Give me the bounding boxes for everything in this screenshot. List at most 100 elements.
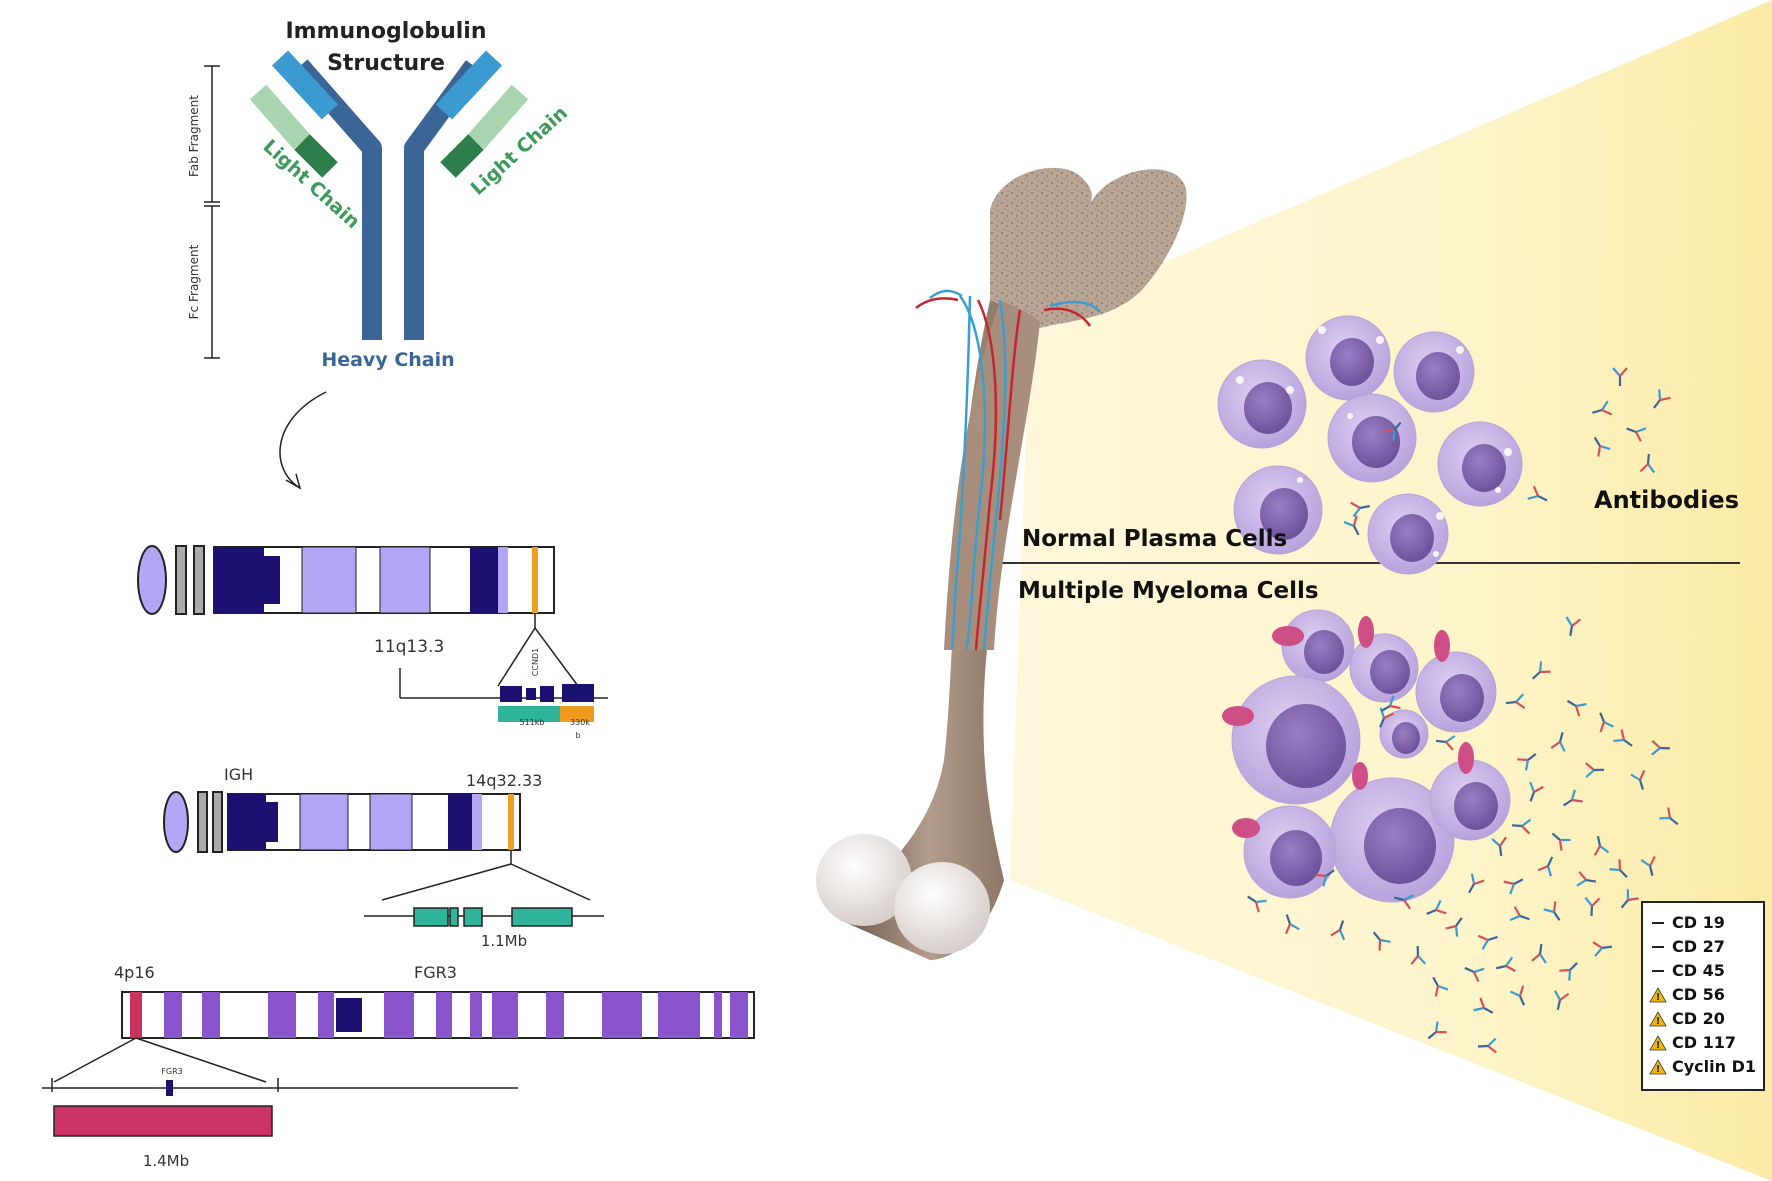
antibody-icon	[1659, 807, 1679, 826]
antibody-icon	[1315, 869, 1335, 887]
antibody-icon	[1585, 762, 1605, 778]
chromosome-4: 4p16 FGR3 FGR3 1.4Mb	[42, 963, 755, 1170]
chr4-gene-label: FGR3	[414, 963, 457, 982]
chr4-size-label: 1.4Mb	[143, 1152, 189, 1170]
chr11-seg2-label: 330k	[570, 718, 590, 727]
antibody-icon	[1496, 956, 1516, 972]
myeloma-cell	[1272, 609, 1355, 683]
marker-item: CD 19	[1652, 913, 1725, 932]
antibody-icon	[1550, 732, 1566, 753]
curved-arrow-icon	[279, 391, 327, 489]
normal-plasma-label: Normal Plasma Cells	[1022, 526, 1287, 552]
chromosome-11: 11q13.3 CCND1 511kb 330k b	[137, 545, 608, 740]
antibody-icon	[1517, 752, 1537, 771]
light-chain-left	[249, 84, 311, 150]
chr14-locus-label: IGH	[224, 765, 253, 784]
chromosome-14: IGH 14q32.33 1.1Mb	[163, 765, 604, 950]
marker-label: Cyclin D1	[1672, 1057, 1756, 1076]
warning-mark: !	[1656, 1064, 1661, 1075]
marker-label: CD 45	[1672, 961, 1725, 980]
antibody-icon	[1394, 894, 1414, 910]
marker-item: !CD 117	[1649, 1033, 1736, 1052]
magnification-beam	[1010, 0, 1772, 1181]
marker-label: CD 27	[1672, 937, 1725, 956]
antibody-icon	[1620, 889, 1639, 909]
chr11-seg2-sub-label: b	[575, 731, 580, 740]
marker-item: CD 45	[1652, 961, 1725, 980]
antibody-icon	[1653, 389, 1671, 409]
heavy-chain-label: Heavy Chain	[321, 349, 454, 371]
antibody-icon	[1593, 835, 1610, 856]
chr4-band-label: 4p16	[114, 963, 155, 982]
antibody-icon	[1432, 976, 1449, 997]
myeloma-cells	[1222, 609, 1511, 903]
antibody-title-line1: Immunoglobulin	[285, 19, 486, 44]
antibody-icon	[1473, 997, 1494, 1014]
light-chain-right	[467, 84, 529, 150]
myeloma-cell	[1232, 805, 1337, 899]
antibody-icon	[1509, 906, 1530, 922]
marker-legend: CD 19 CD 27 CD 45! CD 56 !CD 20 !CD 117! Cycli…	[1641, 901, 1765, 1091]
antibody-icon	[1651, 739, 1671, 756]
antibody-icon	[1531, 661, 1551, 680]
warning-mark: !	[1656, 992, 1661, 1003]
antibody-icon	[1468, 873, 1485, 894]
antibody-icon	[1599, 712, 1614, 733]
myeloma-label: Multiple Myeloma Cells	[1018, 578, 1319, 604]
marker-label: CD 20	[1672, 1009, 1725, 1028]
antibody-icon	[1565, 616, 1581, 637]
antibody-icon	[1445, 917, 1463, 937]
antibody-title-line2: Structure	[327, 51, 445, 76]
femur-bone	[816, 167, 1187, 960]
antibody-icon	[1639, 453, 1656, 474]
antibody-icon	[1372, 931, 1391, 951]
chr11-seg1-label: 511kb	[520, 718, 545, 727]
antibody-icon	[1630, 769, 1646, 790]
antibody-icon	[1592, 941, 1613, 957]
antibody-icons	[1247, 367, 1679, 1054]
antibody-icon	[1584, 896, 1601, 917]
antibody-icon	[1383, 421, 1402, 441]
myeloma-cell	[1222, 675, 1361, 805]
myeloma-cell	[1349, 616, 1419, 703]
antibody-icon	[1379, 707, 1395, 728]
antibody-icon	[1435, 735, 1456, 751]
antibody-icon	[1592, 400, 1613, 416]
marker-label: CD 56	[1672, 985, 1725, 1004]
antibody-icon	[1531, 943, 1547, 964]
plasma-cell	[1305, 315, 1391, 401]
marker-item: ! Cyclin D1	[1649, 1057, 1756, 1076]
antibody-icon	[1284, 914, 1300, 935]
chr11-band-label: 11q13.3	[374, 637, 444, 657]
antibody-icon	[1613, 729, 1633, 747]
plasma-cell	[1437, 421, 1523, 507]
marker-label: CD 117	[1672, 1033, 1736, 1052]
warning-icon	[1649, 1035, 1667, 1051]
antibody-icon	[1464, 966, 1485, 983]
myeloma-cell	[1429, 742, 1511, 841]
antibody-icon	[1350, 501, 1371, 518]
marker-item: CD 27	[1652, 937, 1725, 956]
antibody-icon	[1566, 699, 1587, 717]
fab-fragment-label: Fab Fragment	[187, 95, 201, 177]
antibody-icon	[1247, 895, 1267, 913]
marker-item: !CD 20	[1649, 1009, 1725, 1028]
chr14-band-label: 14q32.33	[466, 771, 542, 790]
antibody-icon	[1593, 436, 1611, 457]
antibody-icon	[1503, 878, 1524, 895]
antibodies-label: Antibodies	[1594, 486, 1739, 514]
antibody-icon	[1380, 695, 1401, 712]
antibody-icon	[1505, 693, 1526, 710]
antibody-icon	[1509, 985, 1526, 1006]
antibody-icon	[1410, 945, 1427, 965]
antibody-icon	[1609, 859, 1628, 878]
plasma-cell	[1327, 393, 1417, 483]
antibody-icon	[1427, 1021, 1447, 1040]
antibody-icon	[1330, 920, 1346, 941]
antibody-icon	[1491, 836, 1507, 857]
antibody-icon	[1527, 485, 1548, 502]
warning-icon	[1649, 1059, 1667, 1075]
antibody-icon	[1640, 856, 1656, 876]
antibody-icon	[1477, 934, 1498, 950]
plasma-cell	[1393, 331, 1475, 413]
